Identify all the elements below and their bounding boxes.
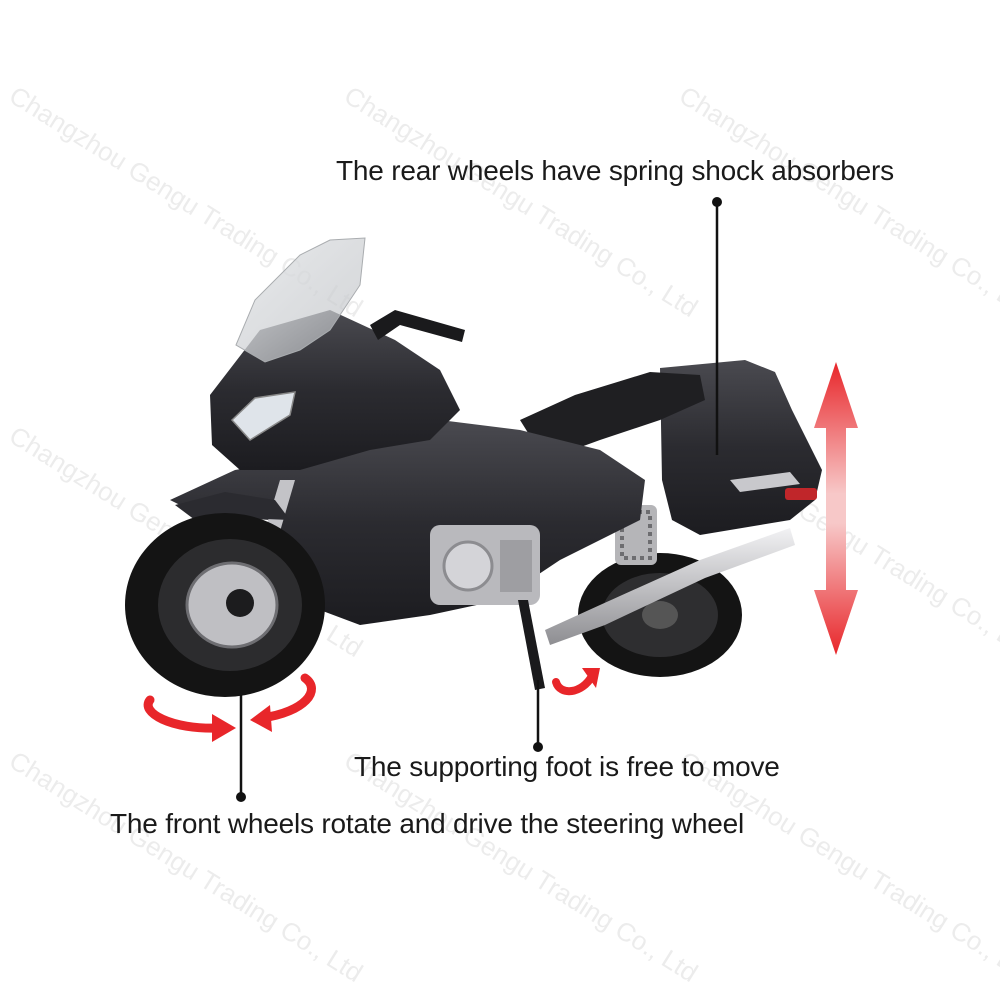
seat — [520, 372, 705, 460]
rear-shock-callout: The rear wheels have spring shock absorb… — [336, 155, 894, 186]
handlebar — [370, 310, 465, 342]
windshield — [235, 237, 366, 363]
engine — [430, 525, 540, 605]
vertical-double-arrow-icon — [814, 362, 858, 655]
supporting-foot-callout: The supporting foot is free to move — [354, 751, 780, 782]
headlight — [230, 391, 296, 441]
front-callout-leader — [236, 695, 246, 802]
rear-callout-leader — [712, 197, 722, 455]
front-wheel-rotate-arrow-icon — [143, 673, 316, 742]
tail-light — [785, 488, 817, 500]
front-fender — [175, 492, 290, 520]
front-wheel-callout: The front wheels rotate and drive the st… — [110, 808, 744, 839]
kickstand — [518, 600, 545, 690]
kickstand-move-arrow-icon — [552, 668, 600, 695]
exhaust-pipe — [545, 528, 795, 645]
front-wheel — [125, 513, 325, 697]
foot-callout-leader — [533, 680, 543, 752]
saddlebag-trim — [730, 472, 800, 492]
saddlebag — [660, 360, 822, 535]
